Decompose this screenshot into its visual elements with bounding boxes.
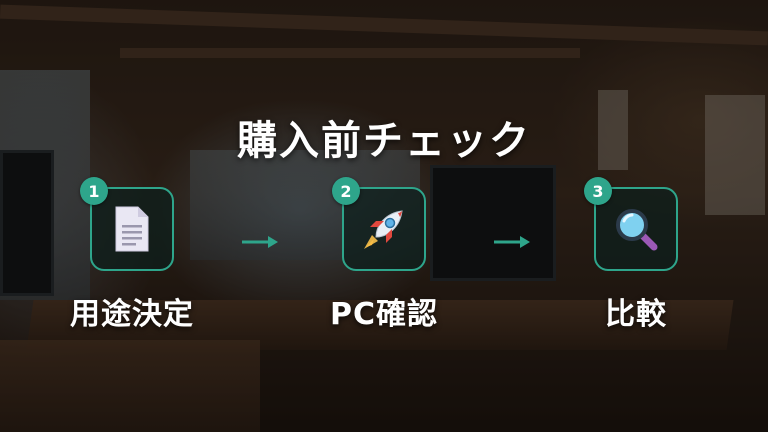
step-3-badge: 3	[584, 177, 612, 205]
page-title: 購入前チェック	[0, 108, 768, 166]
step-2-badge: 2	[332, 177, 360, 205]
step-1-badge: 1	[80, 177, 108, 205]
document-icon	[112, 205, 152, 253]
step-1: 1 用途決定	[27, 187, 237, 333]
step-3-label: 比較	[531, 289, 741, 333]
arrow-right-icon	[492, 234, 532, 250]
step-2: 2 PC確認	[279, 187, 489, 333]
magnifier-icon	[612, 205, 660, 253]
step-3: 3 比較	[531, 187, 741, 333]
step-2-tile: 2	[342, 187, 426, 271]
step-1-label: 用途決定	[27, 289, 237, 333]
arrow-right-icon	[240, 234, 280, 250]
step-1-tile: 1	[90, 187, 174, 271]
step-3-tile: 3	[594, 187, 678, 271]
step-2-label: PC確認	[279, 289, 489, 333]
rocket-icon	[360, 205, 408, 253]
